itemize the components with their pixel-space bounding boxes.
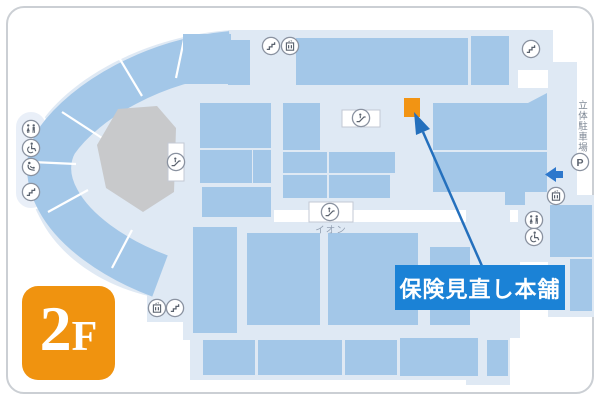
wheelchair-icon (21, 138, 41, 158)
elevator-icon (147, 298, 167, 318)
restroom-icon (524, 210, 544, 230)
entrance-arrow-icon (545, 167, 563, 182)
stairs-icon (521, 39, 541, 59)
aeon-label: イオン (315, 225, 347, 236)
stairs-icon (21, 182, 41, 202)
pointer-arrow (414, 112, 484, 267)
restroom-icon (21, 119, 41, 139)
escalator-icon (166, 152, 186, 172)
escalator-icon (320, 202, 340, 222)
elevator-icon (546, 186, 566, 206)
destination-label: 保険見直し本舗 (395, 265, 565, 310)
parking-garage-label: 立体駐車場 (576, 100, 587, 153)
elevator-icon (280, 36, 300, 56)
floor-number: 2 (39, 293, 72, 364)
wheelchair-icon (524, 227, 544, 247)
escalator-icon (351, 108, 371, 128)
stairs-icon (261, 36, 281, 56)
wing-shop-band (27, 29, 234, 297)
destination-marker (404, 98, 420, 117)
vacant-block (97, 106, 176, 212)
nursing-room-icon (21, 157, 41, 177)
floor-suffix: F (71, 314, 98, 360)
stairs-icon (165, 298, 185, 318)
